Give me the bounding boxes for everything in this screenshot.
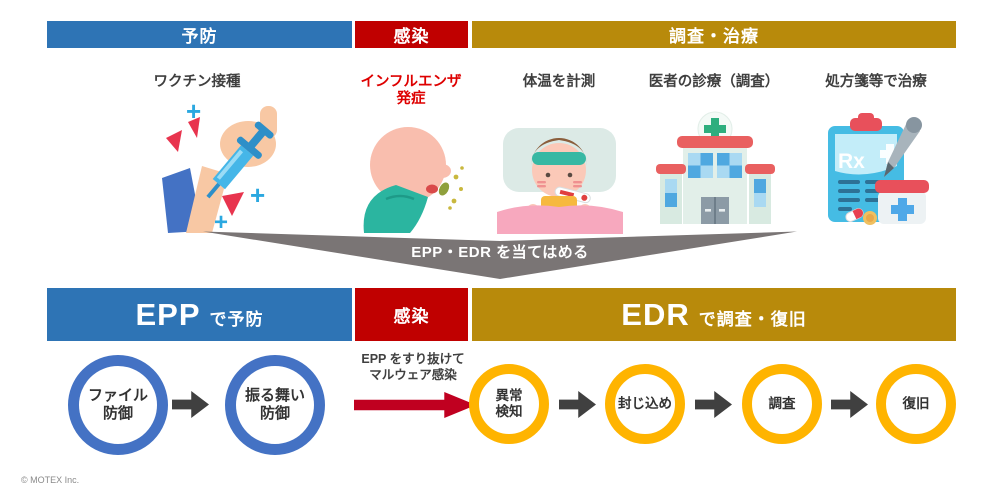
flow-arrow-icon bbox=[831, 391, 868, 418]
edr-bar-acronym: EDR bbox=[621, 296, 690, 332]
edr-step-investigation: 調査 bbox=[742, 364, 822, 444]
prescription-icon: Rx bbox=[828, 113, 929, 225]
edr-bar-suffix: で調査・復旧 bbox=[698, 309, 807, 329]
hospital-icon bbox=[656, 111, 775, 224]
flow-arrow-icon bbox=[559, 391, 596, 418]
svg-text:+: + bbox=[214, 209, 228, 233]
epp-bar-suffix: で予防 bbox=[209, 309, 264, 329]
transition-label: EPP・EDR を当てはめる bbox=[411, 244, 589, 261]
edr-step-containment: 封じ込め bbox=[605, 364, 685, 444]
temperature-measurement-icon bbox=[497, 128, 623, 234]
edr-step-anomaly-detection: 異常 検知 bbox=[469, 364, 549, 444]
influenza-onset-icon bbox=[363, 127, 464, 233]
svg-text:+: + bbox=[250, 180, 265, 210]
step-label-measure-temperature: 体温を計測 bbox=[522, 74, 596, 90]
epp-step-file-defense: ファイル 防御 bbox=[68, 355, 168, 455]
step-label-influenza-onset: インフルエンザ 発症 bbox=[360, 74, 462, 108]
vaccination-icon: + + + bbox=[162, 100, 277, 233]
edr-step-recovery: 復旧 bbox=[876, 364, 956, 444]
flow-arrow-icon bbox=[695, 391, 732, 418]
copyright-notice: © MOTEX Inc. bbox=[21, 475, 80, 485]
malware-infection-note: EPP をすり抜けて マルウェア感染 bbox=[361, 352, 465, 382]
step-label-doctor-examination: 医者の診療（調査） bbox=[648, 74, 780, 90]
epp-bar-acronym: EPP bbox=[135, 296, 201, 332]
phase-bar-investigation-treatment: 調査・治療 bbox=[472, 21, 956, 48]
svg-text:+: + bbox=[186, 100, 201, 126]
epp-step-behavior-defense: 振る舞い 防御 bbox=[225, 355, 325, 455]
phase-bar-infection: 感染 bbox=[355, 21, 468, 48]
epp-prevention-bar: EPP で予防 bbox=[47, 288, 352, 341]
flow-arrow-icon bbox=[172, 391, 209, 418]
edr-investigation-recovery-bar: EDR で調査・復旧 bbox=[472, 288, 956, 341]
malware-infection-arrow-icon bbox=[354, 392, 476, 418]
step-label-prescription-treatment: 処方箋等で治療 bbox=[825, 74, 927, 90]
svg-text:Rx: Rx bbox=[838, 150, 865, 173]
phase-bar-prevention: 予防 bbox=[47, 21, 352, 48]
infection-bar-bottom: 感染 bbox=[355, 288, 468, 341]
step-label-vaccination: ワクチン接種 bbox=[153, 74, 241, 90]
